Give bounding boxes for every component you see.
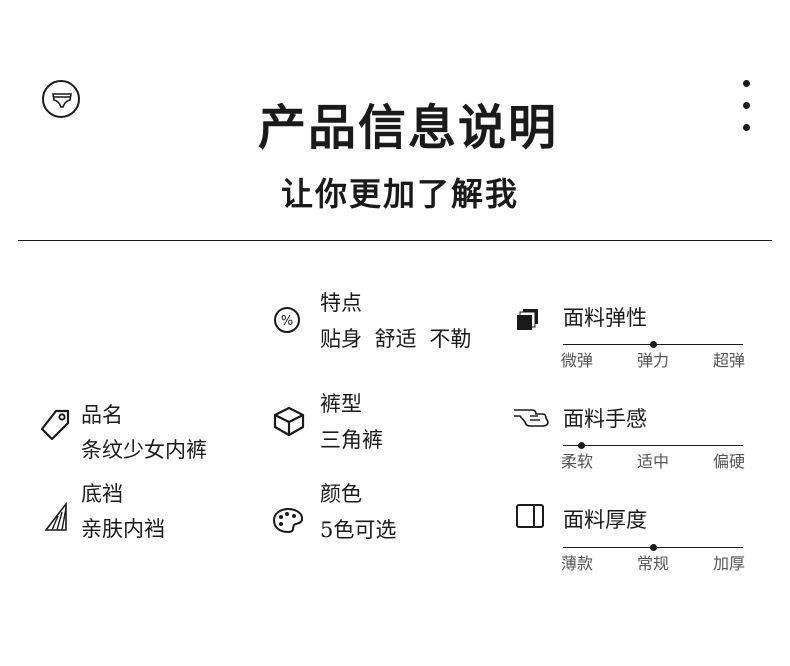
meter-handfeel-low: 柔软: [561, 452, 594, 471]
spec-name-label: 品名: [81, 403, 123, 427]
spec-name-value: 条纹少女内裤: [81, 438, 207, 462]
meter-thickness-marker: [649, 544, 657, 551]
meter-thickness-title: 面料厚度: [563, 508, 647, 532]
meter-elasticity-marker: [649, 341, 657, 348]
tag-icon: [40, 408, 72, 442]
divider: [18, 240, 772, 241]
meter-handfeel-mid: 适中: [636, 452, 669, 471]
meter-elasticity-high: 超弹: [712, 351, 745, 370]
svg-text:%: %: [281, 314, 293, 329]
underwear-icon: [52, 93, 72, 108]
meter-handfeel-marker: [577, 442, 585, 449]
fabric-layer-icon: [44, 502, 70, 532]
meter-elasticity-mid: 弹力: [636, 351, 669, 370]
meter-thickness-track: [563, 544, 743, 551]
spec-cut-value: 三角裤: [320, 428, 383, 452]
meter-handfeel-labels: 柔软 适中 偏硬: [561, 452, 745, 472]
vertical-dots-icon[interactable]: [743, 80, 753, 146]
meter-elasticity-title: 面料弹性: [563, 306, 647, 330]
spec-color-label: 颜色: [320, 482, 362, 506]
hand-touch-icon: [512, 404, 552, 430]
meter-elasticity-labels: 微弹 弹力 超弹: [561, 351, 745, 371]
meter-elasticity-low: 微弹: [561, 351, 594, 370]
spec-cut-label: 裤型: [320, 392, 362, 416]
fabric-swatch-icon: [516, 308, 540, 332]
meter-elasticity-track: [563, 341, 743, 348]
spec-crotch-label: 底裆: [81, 482, 123, 506]
book-icon: [515, 503, 545, 529]
palette-icon: [271, 506, 305, 534]
meter-thickness-high: 加厚: [712, 554, 745, 573]
percent-circle-icon: %: [273, 306, 301, 334]
spec-feature-label: 特点: [320, 291, 362, 315]
meter-thickness-labels: 薄款 常规 加厚: [561, 554, 745, 574]
meter-thickness-low: 薄款: [561, 554, 594, 573]
brand-logo: [42, 80, 80, 118]
box-icon: [272, 405, 306, 437]
meter-handfeel-high: 偏硬: [712, 452, 745, 471]
meter-handfeel-track: [563, 442, 743, 449]
meter-thickness-mid: 常规: [636, 554, 669, 573]
spec-crotch-value: 亲肤内裆: [81, 517, 165, 541]
page-title: 产品信息说明: [257, 100, 558, 156]
spec-color-value: 5色可选: [320, 518, 397, 542]
page-subtitle: 让你更加了解我: [280, 175, 519, 213]
meter-handfeel-title: 面料手感: [563, 407, 647, 431]
spec-feature-value: 贴身 舒适 不勒: [320, 327, 472, 351]
